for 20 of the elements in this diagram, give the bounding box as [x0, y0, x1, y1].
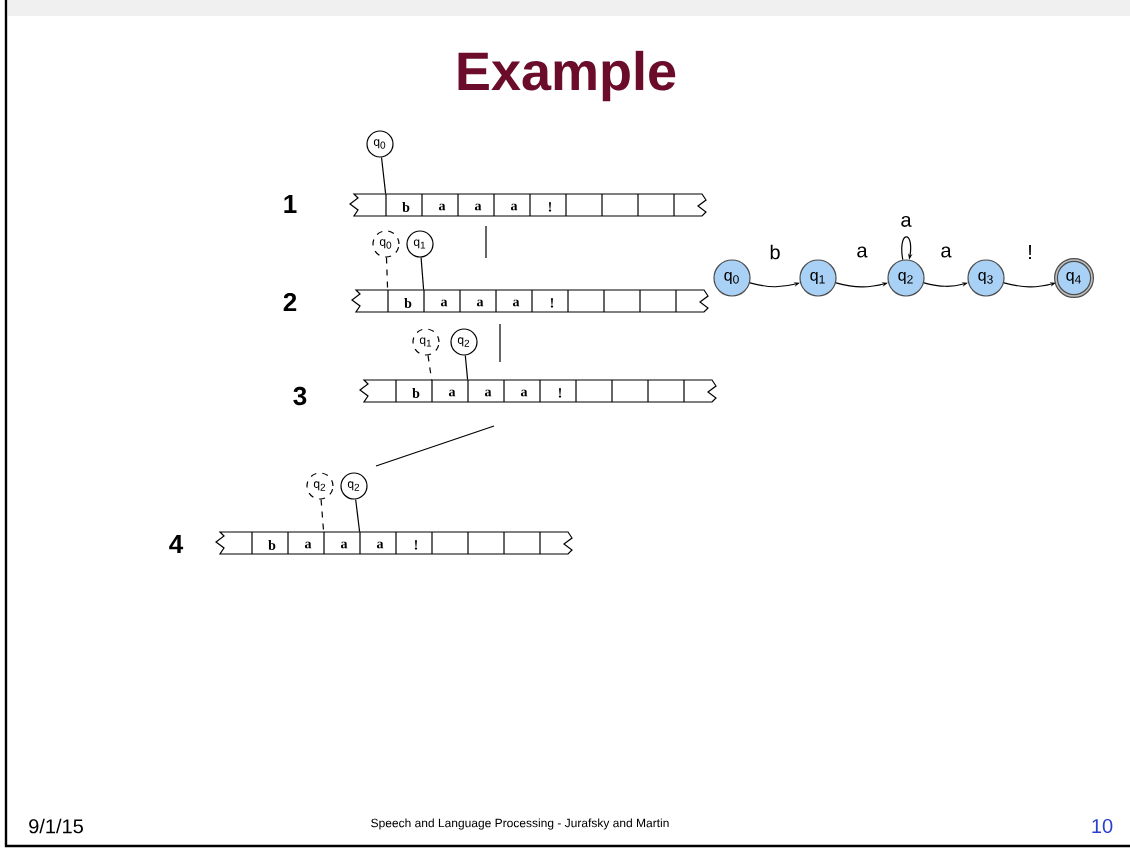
edge-label: a — [941, 246, 952, 258]
leader-line — [464, 354, 469, 381]
edge-label: b — [770, 244, 780, 260]
leader-line — [420, 256, 425, 291]
leader-line — [355, 498, 361, 533]
edge-label: ! — [1029, 245, 1031, 259]
loop-arrow — [901, 236, 913, 261]
page-number: 10 — [1092, 818, 1113, 834]
row-number: 1 — [284, 195, 297, 213]
date-text: 9/1/15 — [29, 818, 83, 834]
leader-line — [385, 257, 389, 291]
leader-line — [380, 156, 387, 195]
edge-label: a — [857, 246, 868, 258]
leader-line — [320, 498, 325, 533]
edge-label: a — [901, 215, 912, 227]
leader-line — [427, 354, 433, 381]
row-number: 4 — [169, 535, 184, 553]
row-number: 2 — [283, 292, 297, 312]
row-number: 3 — [293, 386, 307, 406]
slide-title: Example — [458, 50, 676, 102]
